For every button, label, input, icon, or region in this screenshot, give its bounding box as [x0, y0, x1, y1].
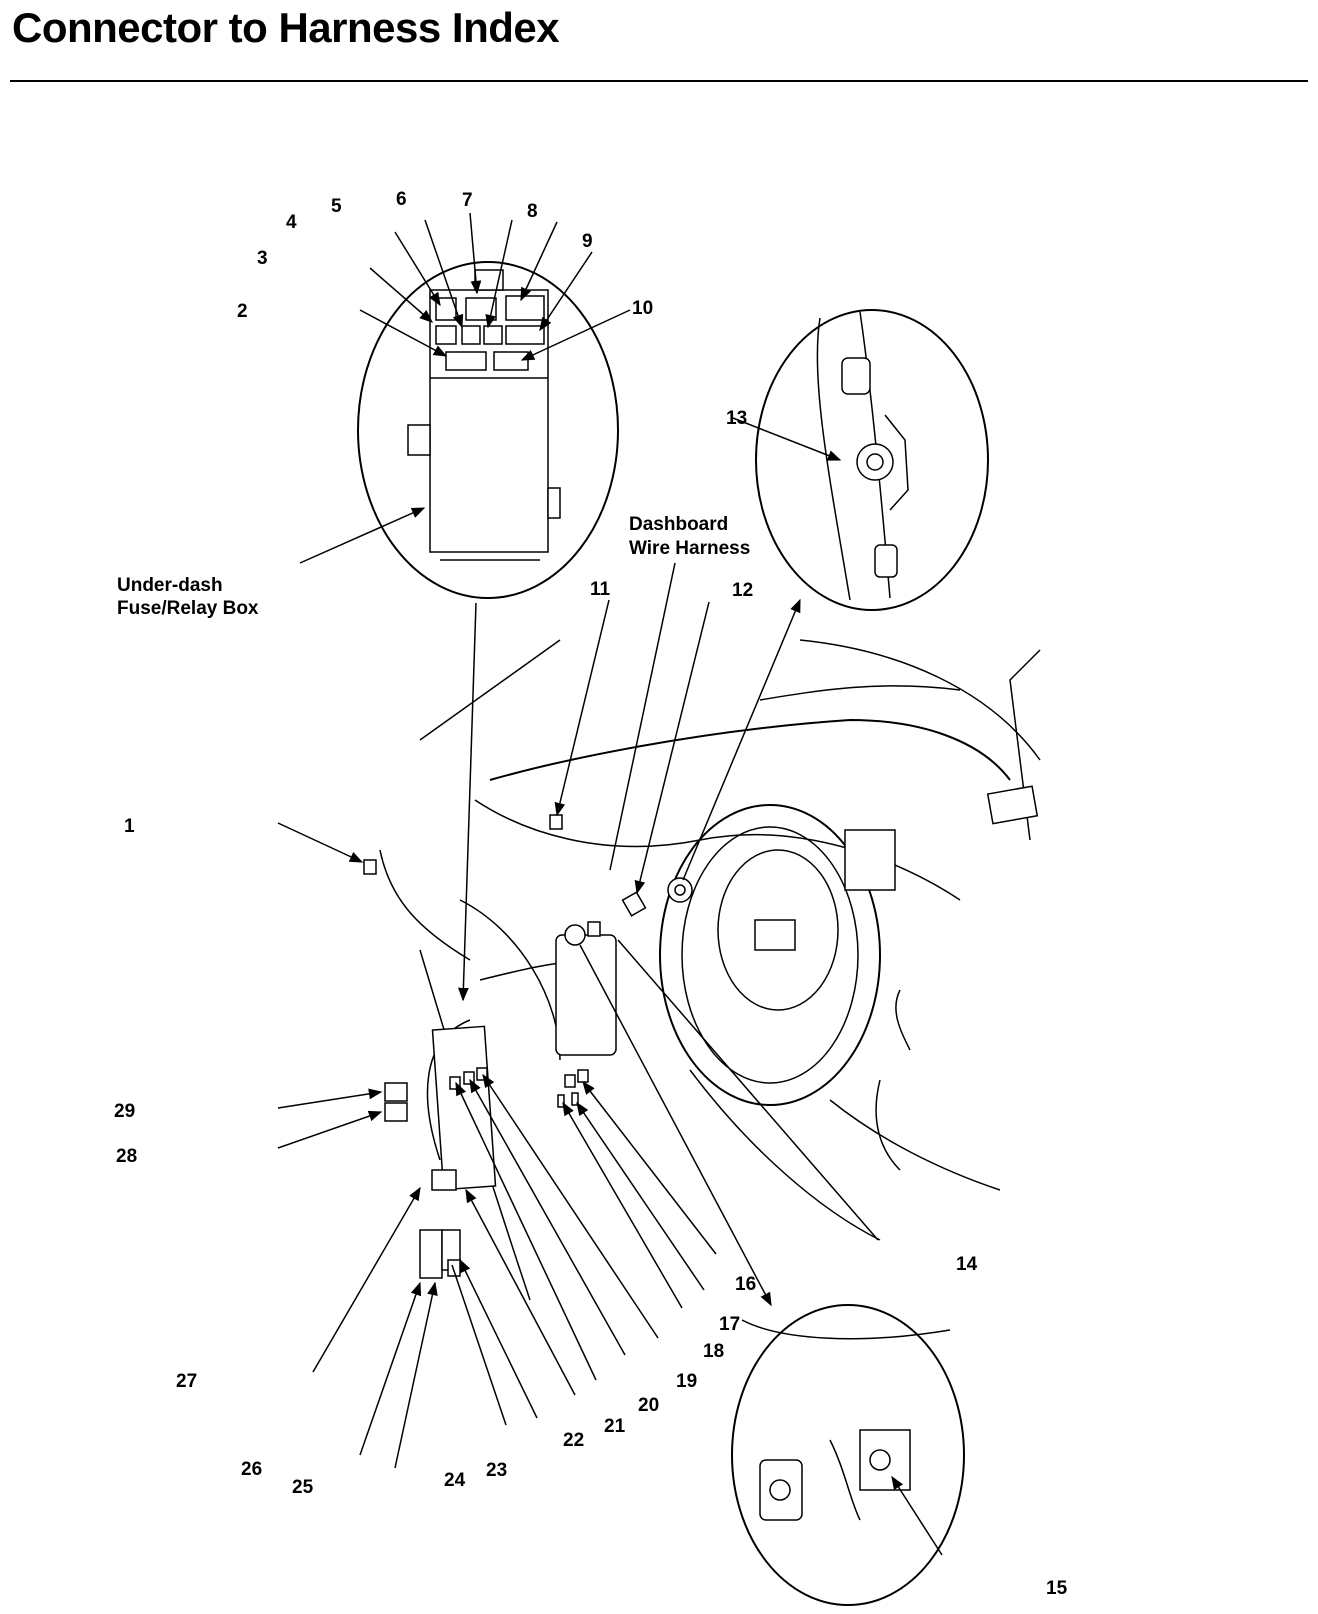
callout-17: 17 [719, 1314, 740, 1335]
callout-6: 6 [396, 189, 407, 210]
callout-24: 24 [444, 1470, 466, 1491]
connector-1-shape [363, 859, 377, 875]
detail-15 [731, 1304, 965, 1606]
callout-8: 8 [527, 201, 538, 222]
callout-22: 22 [563, 1430, 584, 1451]
callout-25: 25 [292, 1477, 314, 1498]
callout-29: 29 [114, 1101, 135, 1122]
callout-23: 23 [486, 1460, 507, 1481]
fuse-box-caption-line2: Fuse/Relay Box [117, 598, 259, 619]
harness-caption-line2: Wire Harness [629, 538, 750, 559]
callout-13: 13 [726, 408, 747, 429]
callout-28: 28 [116, 1146, 137, 1167]
callout-12: 12 [732, 580, 753, 601]
callout-2: 2 [237, 301, 248, 322]
harness-caption-line1: Dashboard [629, 514, 728, 535]
callout-18: 18 [703, 1341, 724, 1362]
title-divider [10, 80, 1308, 82]
callout-5: 5 [331, 196, 342, 217]
callout-20: 20 [638, 1395, 659, 1416]
callout-26: 26 [241, 1459, 262, 1480]
callout-4: 4 [286, 212, 297, 233]
callout-11: 11 [590, 579, 611, 600]
callout-27: 27 [176, 1371, 197, 1392]
callout-3: 3 [257, 248, 268, 269]
callout-1: 1 [124, 816, 135, 837]
callout-21: 21 [604, 1416, 626, 1437]
callout-9: 9 [582, 231, 593, 252]
callout-16: 16 [735, 1274, 756, 1295]
callout-10: 10 [632, 298, 653, 319]
fuse-relay-box-detail [357, 261, 619, 599]
callout-15: 15 [1046, 1578, 1068, 1599]
callout-7: 7 [462, 190, 473, 211]
fuse-box-caption-line1: Under-dash [117, 575, 223, 596]
page-title: Connector to Harness Index [12, 4, 560, 51]
callout-14: 14 [956, 1254, 978, 1275]
callout-19: 19 [676, 1371, 697, 1392]
dashboard-sketch [363, 639, 1041, 1301]
detail-13 [755, 309, 989, 611]
leader-lines [277, 212, 943, 1556]
